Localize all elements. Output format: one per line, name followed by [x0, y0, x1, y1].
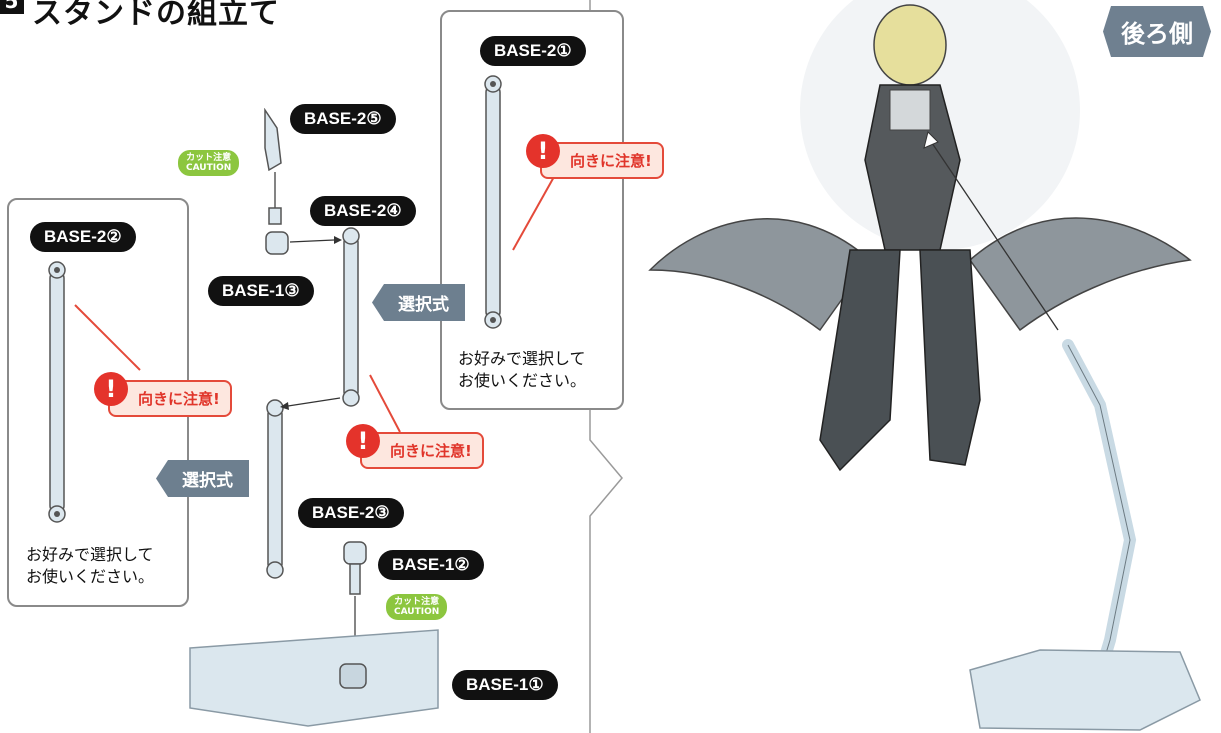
warning-text: 向きに注意!	[570, 152, 652, 170]
caution-badge-bottom: カット注意 CAUTION	[386, 594, 448, 620]
option-box-right	[440, 10, 624, 410]
part-label-base-2-3: BASE-2③	[298, 498, 404, 528]
callout-pointer-center	[369, 374, 401, 433]
part-label-base-2-2: BASE-2②	[30, 222, 136, 252]
warning-icon: !	[94, 372, 128, 406]
part-base-1-1	[189, 629, 439, 727]
direction-warning-left: ! 向きに注意!	[94, 372, 232, 417]
title-text: スタンドの組立て	[32, 0, 280, 31]
caution-jp: カット注意	[394, 597, 440, 607]
part-base-2-1	[484, 75, 502, 329]
callout-pointer-left	[74, 304, 141, 371]
part-label-base-1-3: BASE-1③	[208, 276, 314, 306]
figure-back-view-illustration	[648, 0, 1201, 731]
part-base-2-2	[48, 261, 66, 523]
warning-icon: !	[526, 134, 560, 168]
back-side-tag: 後ろ側	[1103, 6, 1211, 57]
part-base-2-5	[264, 108, 282, 225]
page-title: 5 スタンドの組立て	[0, 0, 280, 32]
warning-text: 向きに注意!	[390, 442, 472, 460]
part-label-base-2-1: BASE-2①	[480, 36, 586, 66]
caution-en: CAUTION	[394, 607, 440, 617]
step-section-number: 5	[0, 0, 24, 14]
part-base-2-3	[266, 397, 341, 579]
direction-warning-right: ! 向きに注意!	[526, 134, 664, 179]
part-base-2-4	[342, 227, 360, 407]
caution-en: CAUTION	[186, 163, 232, 173]
part-label-base-2-4: BASE-2④	[310, 196, 416, 226]
warning-icon: !	[346, 424, 380, 458]
caution-badge-top: カット注意 CAUTION	[178, 150, 240, 176]
preference-note-left: お好みで選択して お使いください。	[26, 545, 155, 586]
part-label-base-1-1: BASE-1①	[452, 670, 558, 700]
direction-warning-center: ! 向きに注意!	[346, 424, 484, 469]
part-base-1-3	[265, 231, 342, 255]
part-label-base-1-2: BASE-1②	[378, 550, 484, 580]
select-tag-lower: 選択式	[156, 460, 249, 497]
select-tag-upper: 選択式	[372, 284, 465, 321]
callout-pointer-right	[512, 174, 556, 251]
preference-note-right: お好みで選択して お使いください。	[458, 349, 587, 390]
warning-text: 向きに注意!	[138, 390, 220, 408]
part-label-base-2-5: BASE-2⑤	[290, 104, 396, 134]
caution-jp: カット注意	[186, 153, 232, 163]
